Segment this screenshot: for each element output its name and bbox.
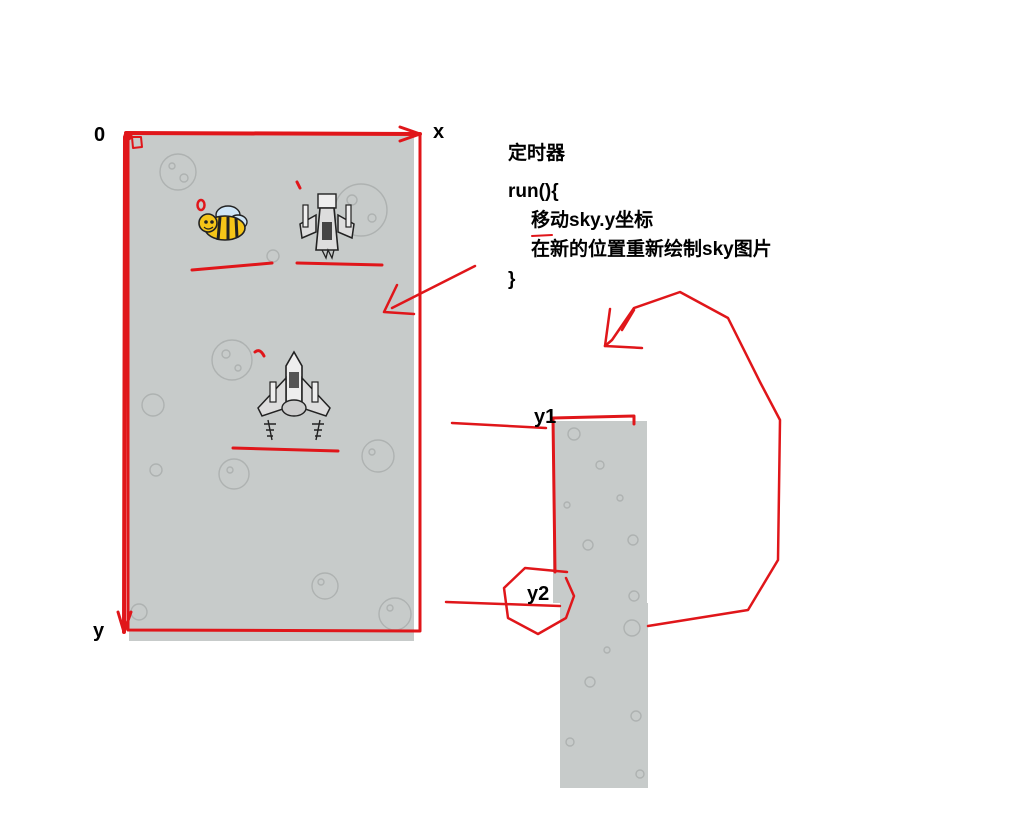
enemy-underline bbox=[295, 261, 384, 267]
bee-coordinate-mark bbox=[196, 198, 206, 212]
asteroid-icon bbox=[211, 339, 253, 381]
code-close-line: } bbox=[508, 269, 516, 290]
move-underline bbox=[531, 234, 553, 237]
hero-airplane-icon bbox=[257, 350, 331, 441]
loop-arrow-path bbox=[603, 290, 782, 628]
y2-circle bbox=[502, 566, 576, 636]
hero-coordinate-mark bbox=[253, 349, 266, 358]
code-run-line: run(){ bbox=[508, 181, 559, 202]
origin-label: 0 bbox=[94, 124, 106, 146]
asteroid-icon bbox=[361, 439, 395, 473]
hero-underline bbox=[231, 446, 340, 453]
panel-frame bbox=[126, 132, 422, 633]
asteroid-icon bbox=[311, 572, 339, 600]
y2-label: y2 bbox=[527, 583, 550, 605]
y2-leader-line bbox=[444, 600, 562, 608]
code-redraw-line: 在新的位置重新绘制sky图片 bbox=[531, 239, 772, 260]
asteroid-icon bbox=[334, 183, 388, 237]
enemy-airplane-icon bbox=[299, 193, 355, 260]
asteroid-icon bbox=[149, 463, 163, 477]
y-axis-line bbox=[122, 135, 127, 634]
x-axis-label: x bbox=[433, 121, 445, 143]
sky-image-bottom bbox=[560, 603, 648, 788]
asteroid-icon bbox=[130, 603, 148, 621]
asteroid-icon bbox=[159, 153, 197, 191]
code-move-line: 移动sky.y坐标 bbox=[531, 210, 654, 231]
timer-title: 定时器 bbox=[508, 143, 566, 164]
y1-bracket bbox=[551, 414, 636, 574]
annotation-strokes bbox=[116, 125, 782, 636]
code-arrow-line bbox=[390, 264, 477, 310]
asteroid-icon bbox=[266, 249, 280, 263]
y1-label: y1 bbox=[534, 406, 557, 428]
asteroid-icon bbox=[218, 458, 250, 490]
asteroid-icon bbox=[378, 597, 412, 631]
bee-underline bbox=[190, 261, 274, 272]
enemy-coordinate-mark bbox=[295, 180, 302, 190]
x-axis-line bbox=[124, 131, 422, 136]
loop-arrow-tick bbox=[620, 308, 636, 332]
asteroid-icon bbox=[141, 393, 165, 417]
code-arrow-head bbox=[382, 283, 416, 316]
sky-image-texture bbox=[563, 427, 645, 779]
bee-icon bbox=[198, 205, 248, 241]
y-axis-label: y bbox=[93, 620, 105, 642]
origin-marker bbox=[131, 136, 143, 149]
sky-image-top bbox=[553, 421, 647, 603]
loop-arrow-head bbox=[603, 307, 612, 348]
y1-leader-line bbox=[450, 421, 548, 430]
